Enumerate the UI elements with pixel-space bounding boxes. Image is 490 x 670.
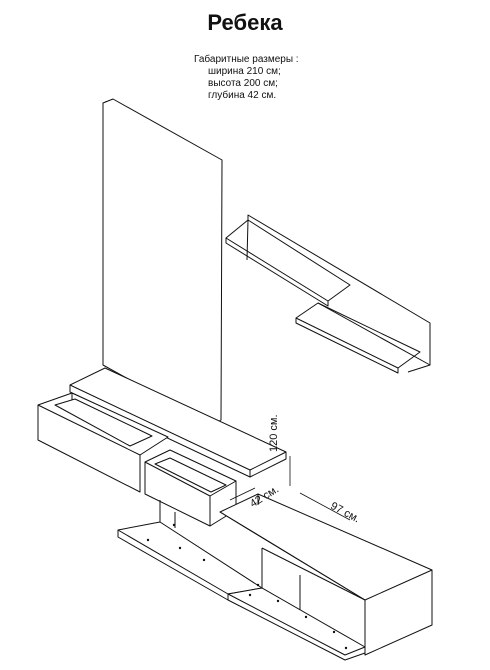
left-open-drawer (37, 392, 169, 493)
hinge-marks (146, 523, 348, 650)
low-cabinet (219, 493, 433, 656)
slatted-panel-outline (102, 98, 223, 426)
height-dimension-label: 120 см. (268, 414, 280, 452)
spec-depth: глубина 42 см. (208, 90, 277, 101)
lower-wall-shelf (295, 302, 431, 374)
dimensions-spec-block: Габаритные размеры : ширина 210 см; высо… (194, 54, 299, 102)
left-flap-door (117, 521, 263, 601)
product-title: Ребека (207, 10, 283, 35)
spec-height: высота 200 см; (208, 78, 278, 89)
spec-heading: Габаритные размеры : (194, 54, 299, 65)
dimension-lines (229, 456, 351, 521)
right-flap-door (227, 587, 366, 661)
spec-width: ширина 210 см; (208, 66, 281, 77)
right-open-drawer (144, 449, 237, 527)
upper-wall-shelf (225, 214, 431, 373)
